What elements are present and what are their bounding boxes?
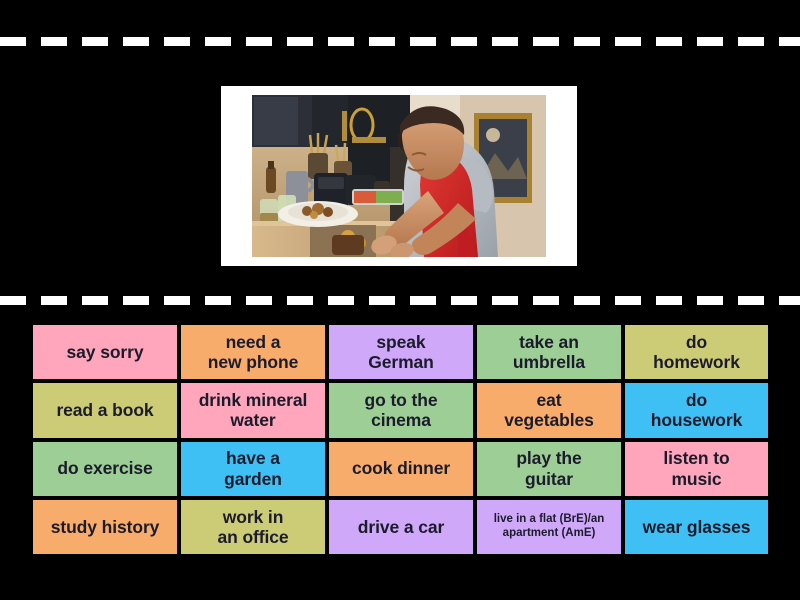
dashed-separator-bottom [0,296,800,305]
word-tile[interactable]: drive a car [329,499,473,554]
word-tile[interactable]: study history [33,499,177,554]
word-tile[interactable]: do exercise [33,441,177,496]
kitchen-cooking-illustration [252,95,546,257]
word-tile[interactable]: say sorry [33,325,177,380]
word-tile[interactable]: wear glasses [625,499,768,554]
prompt-photo [252,95,546,257]
prompt-image-card [221,86,577,266]
word-tile[interactable]: cook dinner [329,441,473,496]
word-tile[interactable]: read a book [33,383,177,438]
dashed-separator-top [0,37,800,46]
